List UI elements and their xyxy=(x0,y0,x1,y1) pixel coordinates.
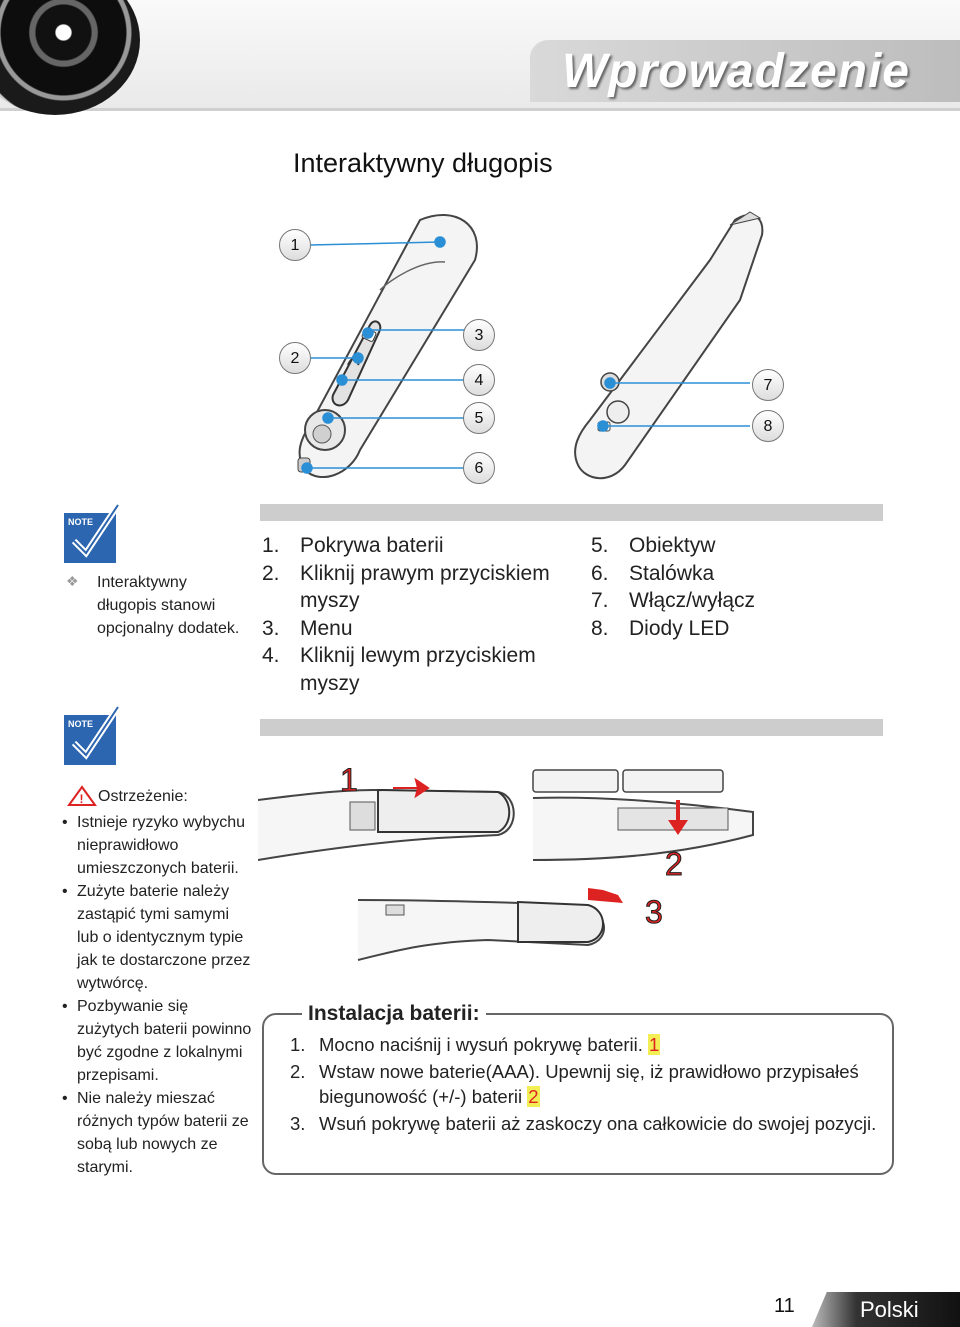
list-item: 3.Menu xyxy=(262,616,353,640)
note-icon: NOTE xyxy=(64,503,121,563)
note-text: Interaktywny długopis stanowi opcjonalny… xyxy=(97,574,240,637)
list-item: 2.Kliknij prawym przyciskiem myszy xyxy=(262,561,550,613)
battery-installation-illustration xyxy=(258,769,754,961)
parts-list-right: 5.Obiektyw 6.Stalówka 7.Włącz/wyłącz 8.D… xyxy=(591,532,881,642)
callout-4: 4 xyxy=(463,364,495,396)
list-item: 1.Mocno naciśnij i wysuń pokrywę baterii… xyxy=(290,1034,661,1055)
list-item: Istnieje ryzyko wybychu nieprawidłowo um… xyxy=(62,811,252,880)
step-label-2: 2 xyxy=(665,846,684,883)
list-item: 5.Obiektyw xyxy=(591,534,716,557)
installation-box xyxy=(262,1013,894,1175)
svg-text:NOTE: NOTE xyxy=(68,719,93,729)
page-number: 11 xyxy=(774,1295,795,1317)
divider-bar xyxy=(260,719,883,736)
warning-block: ! Ostrzeżenie: Istnieje ryzyko wybychu n… xyxy=(62,785,252,1179)
list-item: 8.Diody LED xyxy=(591,616,730,640)
list-item: 2.Wstaw nowe baterie(AAA). Upewnij się, … xyxy=(290,1061,859,1107)
svg-text:!: ! xyxy=(80,792,84,806)
callout-1: 1 xyxy=(279,229,311,261)
callout-leaders xyxy=(301,236,750,474)
installation-steps: 1.Mocno naciśnij i wysuń pokrywę baterii… xyxy=(290,1032,880,1138)
installation-title: Instalacja baterii: xyxy=(302,1002,486,1026)
warning-title: Ostrzeżenie: xyxy=(98,788,188,805)
callout-5: 5 xyxy=(463,402,495,434)
svg-text:NOTE: NOTE xyxy=(68,517,93,527)
page-title: Wprowadzenie xyxy=(561,45,910,98)
list-item: 1.Pokrywa baterii xyxy=(262,534,444,557)
list-item: 4.Kliknij lewym przyciskiem myszy xyxy=(262,644,536,695)
note-icon: NOTE xyxy=(64,705,121,765)
callout-2: 2 xyxy=(279,342,311,374)
step-label-3: 3 xyxy=(645,894,664,931)
footer-language: Polski xyxy=(860,1297,919,1322)
divider-bar xyxy=(260,504,883,521)
section-title: Interaktywny długopis xyxy=(293,148,553,178)
title-tab xyxy=(530,40,960,102)
callout-7: 7 xyxy=(752,369,784,401)
step-label-1: 1 xyxy=(340,762,359,799)
list-item: 6.Stalówka xyxy=(591,561,715,585)
list-item: Nie należy mieszać różnych typów baterii… xyxy=(62,1087,252,1179)
callout-8: 8 xyxy=(752,410,784,442)
list-item: 7.Włącz/wyłącz xyxy=(591,589,756,612)
pen-back-view xyxy=(297,214,478,479)
list-item: 3.Wsuń pokrywę baterii aż zaskoczy ona c… xyxy=(290,1113,877,1134)
warning-icon: ! xyxy=(67,785,97,806)
pen-diagram xyxy=(297,211,764,480)
parts-list-left: 1.Pokrywa baterii 2.Kliknij prawym przyc… xyxy=(262,532,562,697)
callout-3: 3 xyxy=(463,319,495,351)
pen-front-view xyxy=(574,211,764,480)
diamond-bullet-icon: ❖ xyxy=(66,573,79,589)
list-item: Pozbywanie się zużytych baterii powinno … xyxy=(62,995,252,1087)
list-item: Zużyte baterie należy zastąpić tymi samy… xyxy=(62,880,252,995)
footer-language-tab xyxy=(812,1292,960,1327)
callout-6: 6 xyxy=(463,452,495,484)
